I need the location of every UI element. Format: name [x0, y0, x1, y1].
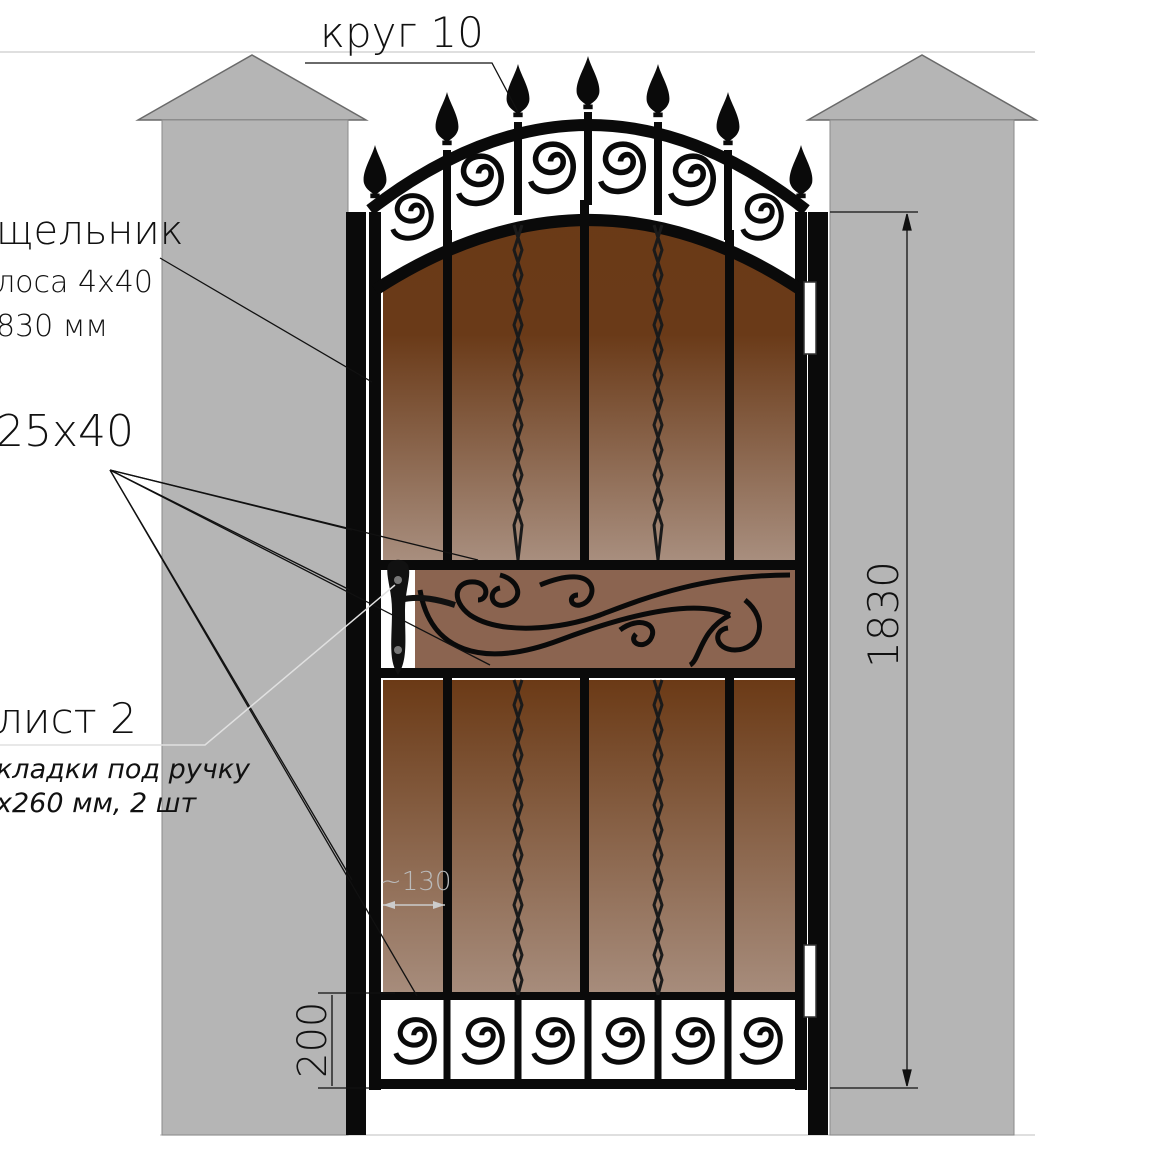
hinge-icon — [803, 281, 817, 355]
bottom-scroll-panel — [396, 1000, 780, 1080]
arch-ornament-bars — [443, 112, 732, 240]
scroll-ornament-icon — [671, 156, 714, 203]
header-line1-label: лоса 4x40 — [0, 265, 153, 300]
spear-finial-icon — [363, 145, 387, 199]
right-post — [808, 212, 828, 1135]
spacing-label: ~130 — [380, 867, 451, 897]
scroll-ornament-icon — [601, 144, 644, 191]
left-pillar — [135, 54, 369, 1136]
scroll-ornament-icon — [531, 144, 574, 191]
right-pillar — [805, 54, 1039, 1136]
header-line2-label: 830 мм — [0, 309, 108, 344]
pipe-label: 25x40 — [0, 406, 134, 457]
twisted-bars — [512, 224, 664, 996]
spear-finial-icon — [716, 92, 740, 146]
sheet-leader-line — [0, 584, 396, 746]
vertical-bars — [443, 200, 734, 996]
bottom-height-label: 200 — [290, 1002, 336, 1078]
hinge-icon — [803, 944, 817, 1018]
total-height-label: 1830 — [859, 561, 908, 668]
leader-lines — [109, 62, 519, 997]
left-post — [346, 212, 366, 1135]
scroll-ornament-icon — [459, 156, 502, 203]
middle-scroll-ornament — [417, 572, 791, 668]
spear-finial-icon — [789, 145, 813, 199]
spear-finial-icon — [646, 64, 670, 118]
sheet-line2-label: x260 мм, 2 шт — [0, 788, 197, 819]
spear-finial-icon — [435, 92, 459, 146]
dimension-lines — [318, 211, 918, 1089]
header-title-label: щельник — [0, 208, 184, 254]
spacing-dimension — [383, 901, 445, 909]
sheet-title-label: лист 2 — [0, 694, 137, 743]
sheet-line1-label: кладки под ручку — [0, 754, 251, 785]
spear-finial-icon — [576, 56, 600, 110]
spear-finial-icon — [506, 64, 530, 118]
rod-label: круг 10 — [320, 8, 484, 57]
